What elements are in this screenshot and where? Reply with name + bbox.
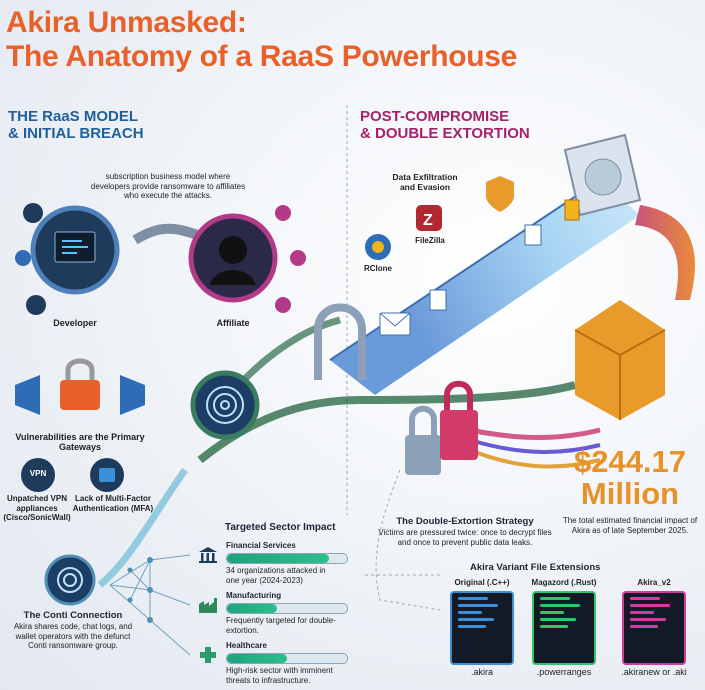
money-amount: $244.17 (573, 444, 687, 479)
variant-name: Magazord (.Rust) (531, 578, 597, 587)
variant-name: Original (.C++) (454, 578, 510, 587)
raas-description: subscription business model where develo… (90, 172, 246, 200)
developer-label: Developer (53, 318, 97, 328)
variant-extension: .powerranges (536, 666, 592, 677)
sector-description: High-risk sector with imminent threats t… (226, 666, 333, 685)
money-description: The total estimated financial impact of … (562, 516, 698, 535)
double-extortion-title: The Double-Extortion Strategy (396, 516, 534, 527)
sectors-title: Targeted Sector Impact (225, 522, 336, 533)
fingerprint-hub (190, 370, 260, 440)
double-extortion-block: The Double-Extortion Strategy Victims ar… (375, 516, 555, 547)
exfiltration-label: Data Exfiltration and Evasion (392, 172, 458, 192)
sector-name: Healthcare (226, 641, 267, 650)
sector-description: 34 organizations attacked in one year (2… (226, 566, 326, 585)
vulnerabilities-title: Vulnerabilities are the Primary Gateways (15, 432, 145, 452)
double-extortion-description: Victims are pressured twice: once to dec… (378, 528, 552, 547)
affiliate-label: Affiliate (216, 318, 250, 328)
sector-name: Financial Services (226, 541, 296, 550)
right-heading-line-2: & DOUBLE EXTORTION (360, 125, 530, 142)
archway (314, 303, 366, 380)
conti-description: Akira shares code, chat logs, and wallet… (13, 622, 133, 650)
vpn-label: Unpatched VPN appliances (Cisco/SonicWal… (3, 494, 71, 522)
filezilla-icon (416, 205, 442, 231)
file-icon (622, 590, 686, 665)
sector-bar (226, 653, 348, 664)
variant-card: Original (.C++) .akira (440, 578, 524, 677)
title-line-2: The Anatomy of a RaaS Powerhouse (6, 40, 518, 73)
sector-healthcare: Healthcare High-risk sector with imminen… (196, 640, 356, 685)
file-icon (532, 590, 596, 665)
medical-cross-icon (198, 646, 218, 664)
financial-impact-block: $244.17 Million The total estimated fina… (555, 446, 705, 535)
sector-description: Frequently targeted for double-extortion… (226, 616, 336, 635)
lock-red-icon (440, 410, 478, 460)
right-section-heading: POST-COMPROMISE & DOUBLE EXTORTION (360, 108, 580, 142)
filezilla-label: FileZilla (415, 236, 445, 245)
money-unit: Million (580, 476, 680, 511)
lock-grey-icon (405, 435, 441, 475)
conti-title: The Conti Connection (23, 610, 123, 621)
conti-fingerprint-icon (44, 554, 96, 606)
sector-name: Manufacturing (226, 591, 282, 600)
variant-card: Akira_v2 .akiranew or .aki (606, 578, 702, 677)
sector-bar (226, 603, 348, 614)
variant-name: Akira_v2 (637, 578, 671, 587)
padlock-gateway-icon (60, 380, 100, 410)
mfa-label: Lack of Multi-Factor Authentication (MFA… (72, 494, 154, 513)
sector-bar (226, 553, 348, 564)
vpn-icon (21, 458, 55, 492)
conti-block: The Conti Connection Akira shares code, … (8, 610, 138, 651)
envelope-icon (379, 312, 411, 336)
document-icon (429, 289, 447, 311)
factory-icon (198, 596, 218, 614)
sector-manufacturing: Manufacturing Frequently targeted for do… (196, 590, 356, 635)
left-heading-line-2: & INITIAL BREACH (8, 125, 144, 142)
variants-title: Akira Variant File Extensions (470, 562, 601, 573)
left-section-heading: THE RaaS MODEL & INITIAL BREACH (8, 108, 228, 142)
exfiltration-tube (330, 180, 640, 395)
sector-financial: Financial Services 34 organizations atta… (196, 540, 356, 585)
variant-card: Magazord (.Rust) .powerranges (522, 578, 606, 677)
vpn-badge: VPN (29, 469, 47, 478)
file-icon (450, 590, 514, 665)
bank-icon (198, 546, 218, 564)
ribbon-band (635, 205, 695, 300)
left-heading-line-1: THE RaaS MODEL (8, 108, 139, 125)
variant-extension: .akiranew or .aki (621, 666, 687, 677)
shield-icon (486, 176, 514, 212)
title-line-1: Akira Unmasked: (6, 6, 247, 39)
rclone-label: RClone (364, 264, 392, 273)
svg-text:Z: Z (423, 212, 433, 229)
variant-extension: .akira (470, 666, 493, 677)
right-heading-line-1: POST-COMPROMISE (360, 108, 510, 125)
